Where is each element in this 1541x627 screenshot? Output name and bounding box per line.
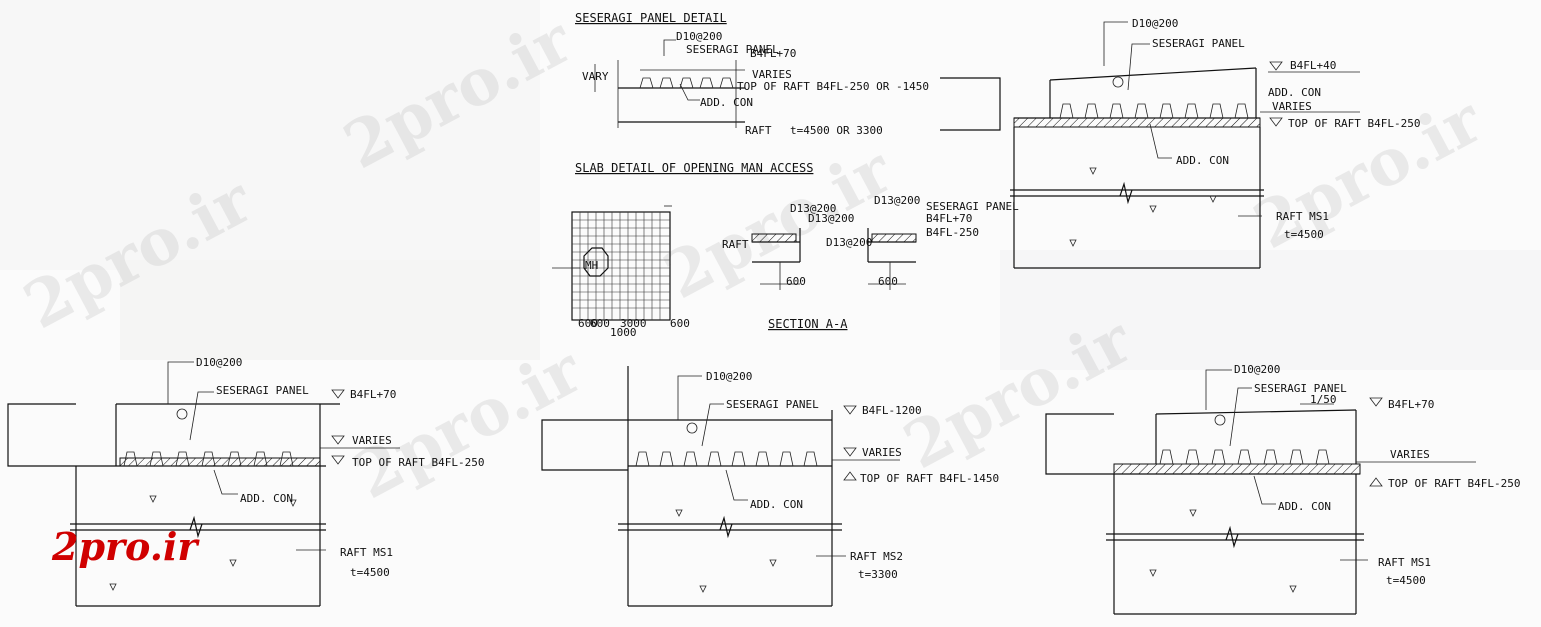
level-label: B4FL+70 [926,212,972,225]
rebar-label: D10@200 [706,370,752,383]
dim-bottom: 600 [670,317,690,330]
detail-title: SESERAGI PANEL DETAIL [575,11,727,25]
detail-bottom-right: D10@200 SESERAGI PANEL 1/50 B4FL+70 VARI… [1045,363,1520,615]
detail-slab-opening: SLAB DETAIL OF OPENING MAN ACCESS MH 600… [552,161,1019,339]
rebar-label: D13@200 [808,212,854,225]
level-label: B4FL-1200 [862,404,922,417]
level-label: B4FL+70 [750,47,796,60]
top-raft-label: TOP OF RAFT B4FL-250 [1288,117,1420,130]
raft-thickness: t=4500 [350,566,390,579]
dim-bottom: 600 [578,317,598,330]
raft-label: RAFT MS1 [1378,556,1431,569]
panel-label: SESERAGI PANEL [726,398,819,411]
level-label: B4FL+40 [1290,59,1336,72]
raft-thickness: t=4500 OR 3300 [790,124,883,137]
dim-total: 1000 [610,326,637,339]
varies-label: VARIES [862,446,902,459]
level-label: B4FL+70 [1388,398,1434,411]
rebar-label: D13@200 [826,236,872,249]
add-con-label: ADD. CON [1176,154,1229,167]
dim-label: 600 [878,275,898,288]
rebar-label: D13@200 [874,194,920,207]
raft-thickness: t=4500 [1284,228,1324,241]
add-con-label: ADD. CON [700,96,753,109]
level-label: B4FL+70 [350,388,396,401]
rebar-label: D10@200 [1132,17,1178,30]
top-raft-label: TOP OF RAFT B4FL-250 [1388,477,1520,490]
rebar-label: D10@200 [676,30,722,43]
slope-label: 1/50 [1310,393,1337,406]
manhole-label: MH [585,259,598,272]
raft-label: RAFT [722,238,749,251]
raft-thickness: t=4500 [1386,574,1426,587]
add-con-label: ADD. CON [1268,86,1321,99]
rebar-label: D10@200 [1234,363,1280,376]
varies-label: VARIES [352,434,392,447]
dim-left: 600 [590,317,610,330]
add-con-label: ADD. CON [750,498,803,511]
top-raft-label: TOP OF RAFT B4FL-1450 [860,472,999,485]
varies-label: VARIES [1390,448,1430,461]
panel-label: SESERAGI PANEL [1152,37,1245,50]
rebar-grid [572,212,670,320]
detail-top-right: D10@200 SESERAGI PANEL B4FL+40 ADD. CON … [940,17,1420,269]
rebar-label: D10@200 [196,356,242,369]
watermark: 2pro.ir [652,132,905,314]
panel-label: SESERAGI PANEL [926,200,1019,213]
panel-label: SESERAGI PANEL [216,384,309,397]
raft-label: RAFT MS2 [850,550,903,563]
dim-label: 600 [786,275,806,288]
raft-thickness: t=3300 [858,568,898,581]
detail-title: SLAB DETAIL OF OPENING MAN ACCESS [575,161,813,175]
level-label: B4FL-250 [926,226,979,239]
add-con-label: ADD. CON [240,492,293,505]
rebar-label: D13@200 [790,202,836,215]
raft-label: RAFT [745,124,772,137]
dim-bottom: 3000 [620,317,647,330]
detail-seseragi: SESERAGI PANEL DETAIL VARY D10@200 SESER… [575,11,929,137]
varies-label: VARIES [752,68,792,81]
site-logo: 2pro.ir [51,524,200,569]
raft-label: RAFT MS1 [1276,210,1329,223]
add-con-label: ADD. CON [1278,500,1331,513]
background-tint [0,0,1541,370]
raft-label: RAFT MS1 [340,546,393,559]
top-raft-label: TOP OF RAFT B4FL-250 OR -1450 [737,80,929,93]
panel-label: SESERAGI PANEL [686,43,779,56]
section-title: SECTION A-A [768,317,848,331]
panel-label: SESERAGI PANEL [1254,382,1347,395]
detail-bottom-mid: D10@200 SESERAGI PANEL B4FL-1200 VARIES … [541,366,999,607]
concrete-speckle [109,167,1297,593]
vary-label: VARY [582,70,609,83]
detail-bottom-left: D10@200 SESERAGI PANEL B4FL+70 VARIES TO… [7,356,484,607]
varies-label: VARIES [1272,100,1312,113]
top-raft-label: TOP OF RAFT B4FL-250 [352,456,484,469]
